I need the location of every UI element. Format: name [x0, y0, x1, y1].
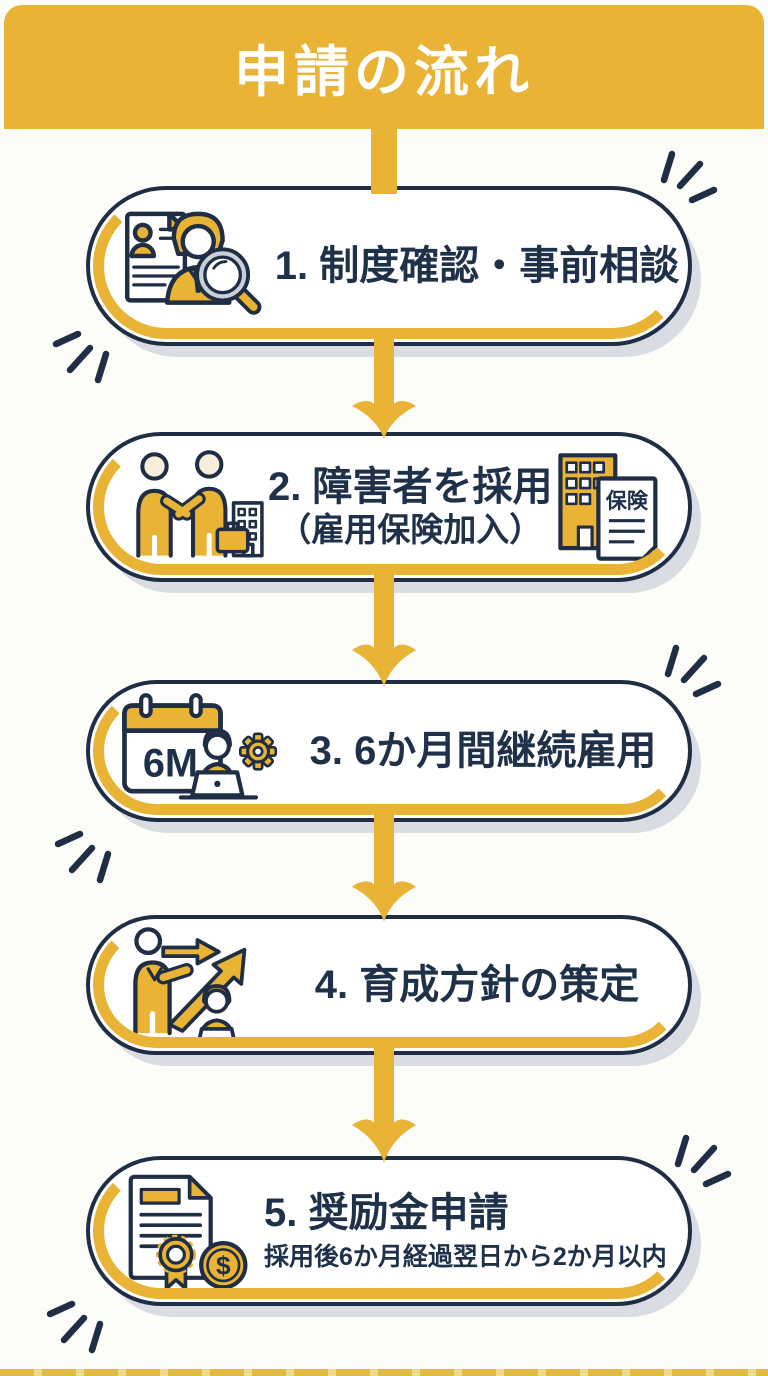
step-2-labels: 2. 障害者を採用 （雇用保険加入） — [268, 464, 552, 550]
insurance-label: 保険 — [605, 489, 649, 513]
flow-arrow-down — [352, 334, 416, 439]
step-4-pill: 4. 育成方針の策定 — [86, 915, 692, 1055]
sparkle-icon — [664, 644, 722, 698]
certificate-coin-icon: $ — [116, 1168, 258, 1294]
step-1-pill: 1. 制度確認・事前相談 — [86, 186, 692, 346]
sparkle-icon — [54, 830, 112, 884]
flow-connector — [371, 128, 397, 194]
step-5-labels: 5. 奨励金申請 採用後6か月経過翌日から2か月以内 — [258, 1190, 688, 1272]
step-3-title: 3. 6か月間継続雇用 — [309, 729, 657, 773]
flow-arrow-down — [352, 810, 416, 922]
step-4-labels: 4. 育成方針の策定 — [266, 962, 688, 1008]
step-3-card: 6M — [86, 680, 701, 833]
resume-search-icon — [116, 205, 266, 327]
step-3-pill: 6M — [86, 680, 692, 822]
step-1-labels: 1. 制度確認・事前相談 — [266, 243, 688, 289]
handshake-building-icon — [116, 450, 268, 564]
step-5-title: 5. 奨励金申請 — [264, 1191, 509, 1235]
step-2-title: 2. 障害者を採用 — [268, 465, 553, 510]
step-1-title: 1. 制度確認・事前相談 — [274, 244, 680, 288]
bottom-accent-strip — [0, 1369, 768, 1376]
step-2-subtitle: （雇用保険加入） — [278, 511, 543, 549]
sparkle-icon — [674, 1134, 732, 1188]
calendar-worker-icon: 6M — [116, 691, 278, 811]
header-banner: 申請の流れ — [4, 5, 764, 129]
calendar-period-label: 6M — [143, 742, 198, 786]
page-title: 申請の流れ — [233, 41, 534, 103]
coin-dollar-symbol: $ — [216, 1251, 231, 1281]
step-5-card: $ 5. 奨励金申請 採用後6か月経過翌日から2か月以内 — [86, 1156, 701, 1317]
sparkle-icon — [660, 150, 718, 204]
step-3-labels: 3. 6か月間継続雇用 — [278, 728, 688, 774]
flow-arrow-down — [352, 570, 416, 687]
step-1-card: 1. 制度確認・事前相談 — [86, 186, 701, 357]
step-2-card: 2. 障害者を採用 （雇用保険加入） — [86, 432, 701, 593]
flow-arrow-down — [352, 1043, 416, 1163]
step-4-card: 4. 育成方針の策定 — [86, 915, 701, 1066]
step-5-subtitle: 採用後6か月経過翌日から2か月以内 — [264, 1243, 667, 1271]
sparkle-icon — [46, 1300, 104, 1354]
growth-arrow-icon — [116, 924, 266, 1047]
step-5-pill: $ 5. 奨励金申請 採用後6か月経過翌日から2か月以内 — [86, 1156, 692, 1306]
sparkle-icon — [52, 330, 110, 384]
insurance-document-icon: 保険 — [552, 449, 668, 565]
step-2-pill: 2. 障害者を採用 （雇用保険加入） — [86, 432, 692, 582]
step-4-title: 4. 育成方針の策定 — [314, 963, 640, 1007]
